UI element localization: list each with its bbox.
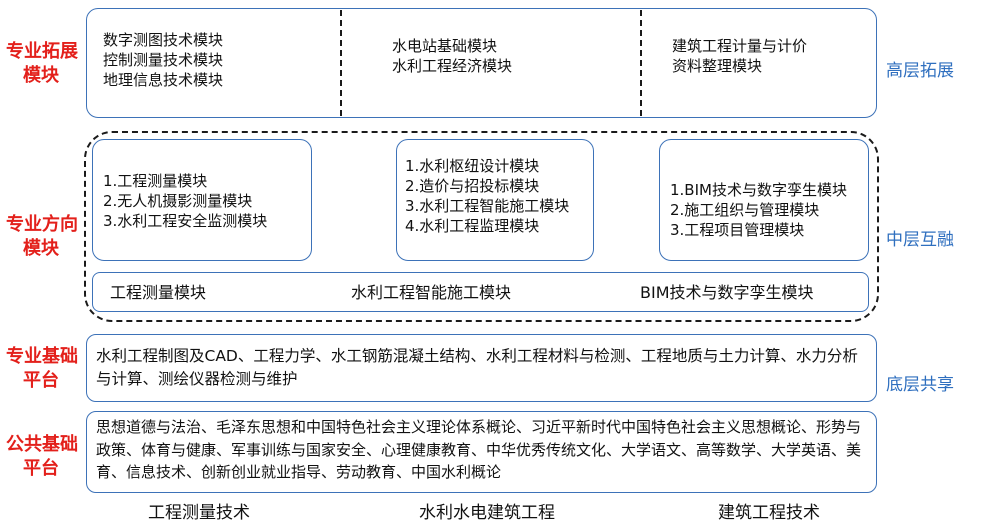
expand-col-surveying: 数字测图技术模块 控制测量技术模块 地理信息技术模块 [103, 31, 224, 89]
shared-module-row [92, 272, 869, 312]
shared-module-bim: BIM技术与数字孪生模块 [640, 283, 814, 302]
expand-col-hydraulic: 水电站基础模块 水利工程经济模块 [392, 37, 513, 75]
expand-module-box [86, 8, 877, 118]
label-public-platform: 公共基础 平台 [6, 434, 78, 479]
label-low-sharing: 底层共享 [886, 375, 954, 395]
public-courses-text: 思想道德与法治、毛泽东思想和中国特色社会主义理论体系概论、习近平新时代中国特色社… [96, 418, 862, 481]
divider-dashed-2 [640, 10, 642, 116]
label-direction-module: 专业方向 模块 [6, 214, 78, 259]
direction-module-dashed-frame [84, 131, 879, 322]
expand-col-construction: 建筑工程计量与计价 资料整理模块 [672, 37, 808, 75]
direction-box-surveying [92, 139, 312, 261]
shared-module-surveying: 工程测量模块 [110, 283, 207, 302]
major-construction-engineering: 建筑工程技术 [718, 503, 820, 523]
label-foundation-platform: 专业基础 平台 [6, 346, 78, 391]
foundation-platform-box [86, 334, 877, 402]
shared-module-hydraulic: 水利工程智能施工模块 [351, 283, 512, 302]
public-platform-box [86, 411, 877, 493]
direction-text-surveying: 1.工程测量模块 2.无人机摄影测量模块 3.水利工程安全监测模块 [103, 172, 268, 230]
direction-box-hydraulic [396, 139, 594, 261]
label-expand-module: 专业拓展 模块 [6, 41, 78, 86]
major-engineering-surveying: 工程测量技术 [148, 503, 250, 523]
direction-box-construction [659, 139, 869, 261]
direction-text-construction: 1.BIM技术与数字孪生模块 2.施工组织与管理模块 3.工程项目管理模块 [670, 181, 847, 239]
foundation-courses-text: 水利工程制图及CAD、工程力学、水工钢筋混凝土结构、水利工程材料与检测、工程地质… [96, 347, 858, 388]
major-hydraulic-hydropower: 水利水电建筑工程 [419, 503, 555, 523]
divider-dashed-1 [340, 10, 342, 116]
label-mid-integration: 中层互融 [886, 230, 954, 250]
label-high-expansion: 高层拓展 [886, 61, 954, 81]
direction-text-hydraulic: 1.水利枢纽设计模块 2.造价与招投标模块 3.水利工程智能施工模块 4.水利工… [405, 157, 570, 235]
